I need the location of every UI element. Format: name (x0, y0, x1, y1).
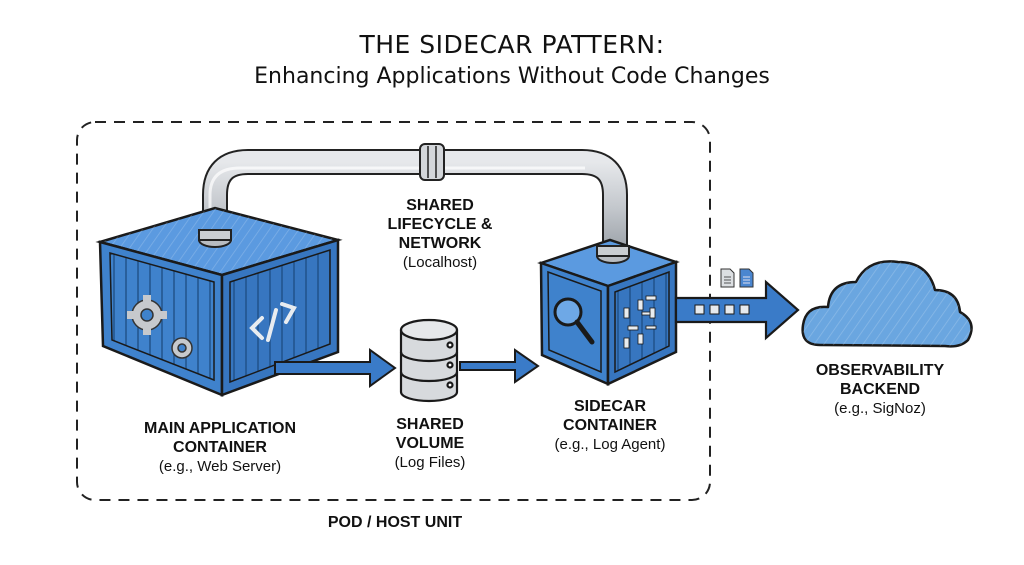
pod-label-text: POD / HOST UNIT (327, 514, 463, 531)
main-app-line2: CONTAINER (173, 439, 267, 456)
sidecar-container-cube (537, 238, 680, 386)
shared-volume-label: SHARED VOLUME (Log Files) (370, 415, 490, 472)
pod-boundary-label: POD / HOST UNIT (305, 513, 485, 532)
arrow-sidecar-to-backend (674, 268, 800, 341)
shared-volume-sub: (Log Files) (394, 454, 466, 471)
main-app-label: MAIN APPLICATION CONTAINER (e.g., Web Se… (110, 419, 330, 476)
arrow-volume-to-sidecar (459, 348, 540, 384)
diagram-subtitle: Enhancing Applications Without Code Chan… (254, 64, 770, 89)
document-icon (720, 268, 735, 288)
shared-network-line2: LIFECYCLE & (387, 216, 493, 233)
pipe-coupling-icon (419, 143, 445, 181)
shared-volume-line1: SHARED (396, 416, 464, 433)
shared-volume-line2: VOLUME (395, 435, 465, 452)
pod-boundary (76, 121, 711, 501)
shared-network-sub: (Localhost) (402, 254, 478, 271)
circuit-icon (623, 295, 657, 349)
shared-network-line1: SHARED (406, 197, 474, 214)
sidecar-sub: (e.g., Log Agent) (554, 436, 666, 453)
document-icon (739, 268, 754, 288)
main-app-line1: MAIN APPLICATION (144, 420, 296, 437)
cloud-icon (801, 260, 973, 348)
sidecar-line2: CONTAINER (563, 417, 657, 434)
backend-sub: (e.g., SigNoz) (834, 400, 926, 417)
shared-network-label: SHARED LIFECYCLE & NETWORK (Localhost) (365, 196, 515, 272)
backend-label: OBSERVABILITY BACKEND (e.g., SigNoz) (800, 361, 960, 418)
main-app-sub: (e.g., Web Server) (158, 458, 282, 475)
magnifier-icon (553, 297, 595, 345)
arrow-main-to-volume (274, 348, 397, 388)
sidecar-line1: SIDECAR (573, 398, 646, 415)
backend-line2: BACKEND (840, 381, 920, 398)
sidecar-label: SIDECAR CONTAINER (e.g., Log Agent) (530, 397, 690, 454)
gears-icon (127, 295, 193, 359)
data-packets (694, 304, 750, 315)
shared-network-line3: NETWORK (398, 235, 482, 252)
database-icon (399, 318, 459, 403)
backend-line1: OBSERVABILITY (815, 362, 945, 379)
main-app-container-cube (95, 206, 343, 397)
diagram-title: THE SIDECAR PATTERN: (359, 30, 665, 59)
code-icon (249, 302, 297, 342)
